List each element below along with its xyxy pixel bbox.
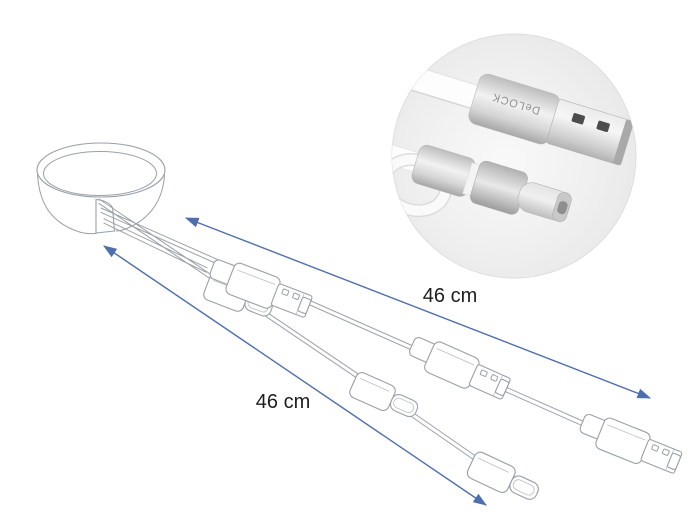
dimension-arrows: 46 cm 46 cm	[103, 217, 652, 506]
reel-wall-right	[115, 174, 165, 232]
reel-top-rim	[36, 142, 166, 198]
usb-a-shell-tip	[613, 119, 634, 166]
reel-top-dish	[43, 151, 157, 196]
usb-a-plug-end	[574, 408, 685, 479]
reel-wall-left	[37, 173, 97, 235]
cable-reel	[36, 142, 166, 235]
usb-a-contact-hole	[571, 113, 586, 125]
cable-to-combo-plug	[103, 218, 208, 269]
dimension-line-lower	[103, 245, 487, 506]
length-label-lower: 46 cm	[256, 391, 310, 413]
usb-c-plug-slot	[557, 201, 568, 215]
length-label-upper: 46 cm	[423, 285, 477, 307]
micro-usb-plug-mid	[347, 370, 423, 424]
usb-a-contact-hole	[596, 120, 610, 133]
inset-combo-connector	[392, 140, 572, 222]
inset-usb-a-connector: DeLOCK	[468, 73, 634, 166]
usb-a-plug-mid	[403, 331, 514, 405]
reel-cable-exit-slot	[95, 198, 116, 234]
inset-photo: DeLOCK	[391, 33, 637, 279]
